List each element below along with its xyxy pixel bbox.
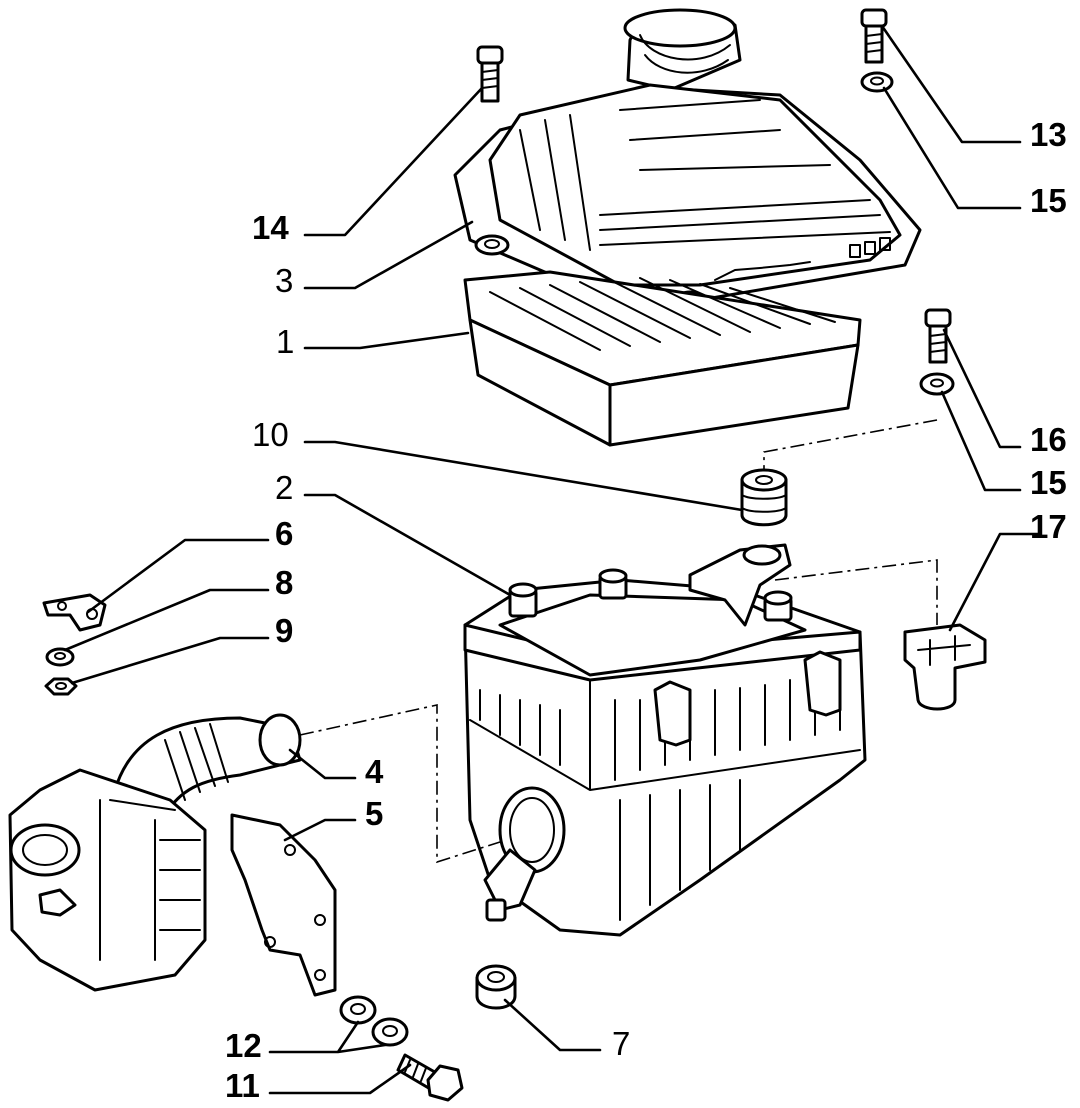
intake-duct [8, 713, 302, 992]
leader-12 [268, 1020, 387, 1054]
callout-15-lower: 15 [1030, 464, 1067, 501]
grommet-10 [740, 468, 788, 527]
air-filter-housing [463, 543, 867, 937]
leader-3 [303, 220, 474, 290]
leader-6 [86, 538, 270, 614]
callout-11: 11 [225, 1067, 260, 1103]
leader-1 [303, 331, 470, 350]
leader-10 [303, 440, 744, 512]
callout-9: 9 [275, 612, 293, 649]
callout-labels: 14 3 1 10 2 6 8 9 4 5 12 11 7 13 15 16 1… [225, 116, 1067, 1104]
washer-15-lower [919, 372, 955, 396]
bracket-5 [230, 813, 337, 997]
callout-13: 13 [1030, 116, 1067, 153]
callout-7: 7 [612, 1025, 630, 1062]
air-filter-cover [453, 8, 922, 306]
bolt-13 [860, 8, 888, 64]
nut-9 [44, 677, 78, 696]
leader-9 [70, 636, 270, 685]
filter-element [463, 270, 862, 447]
grommet-7 [475, 964, 517, 1010]
leader-15-top [882, 86, 1022, 210]
washer-15-top [860, 71, 894, 93]
washer-8 [45, 647, 75, 667]
leader-16 [942, 328, 1022, 449]
callout-5: 5 [365, 795, 383, 832]
callout-6: 6 [275, 515, 293, 552]
washers-12 [339, 995, 409, 1047]
callout-4: 4 [365, 753, 384, 790]
callout-2: 2 [275, 469, 293, 506]
callout-15-top: 15 [1030, 182, 1067, 219]
callout-10: 10 [252, 416, 289, 453]
leader-7 [503, 998, 602, 1052]
callout-8: 8 [275, 564, 293, 601]
callout-1: 1 [276, 323, 294, 360]
callout-16: 16 [1030, 421, 1067, 458]
leader-15-lower [940, 390, 1022, 492]
leader-17 [948, 532, 1042, 632]
leader-11 [268, 1063, 412, 1095]
leader-2 [303, 493, 512, 597]
bolt-16 [924, 308, 952, 364]
leader-lines [63, 24, 1042, 1095]
assembly-lines [299, 419, 938, 864]
leader-8 [63, 588, 270, 652]
bolt-11 [396, 1053, 464, 1102]
callout-17: 17 [1030, 508, 1067, 545]
mount-17 [903, 623, 987, 711]
bolt-14 [476, 45, 504, 103]
callout-14: 14 [252, 209, 289, 246]
callout-3: 3 [275, 262, 293, 299]
leader-13 [880, 24, 1022, 144]
leader-5 [283, 818, 357, 842]
callout-12: 12 [225, 1027, 262, 1064]
bracket-6 [42, 593, 107, 632]
leader-4 [288, 748, 357, 780]
leader-14 [303, 86, 484, 237]
